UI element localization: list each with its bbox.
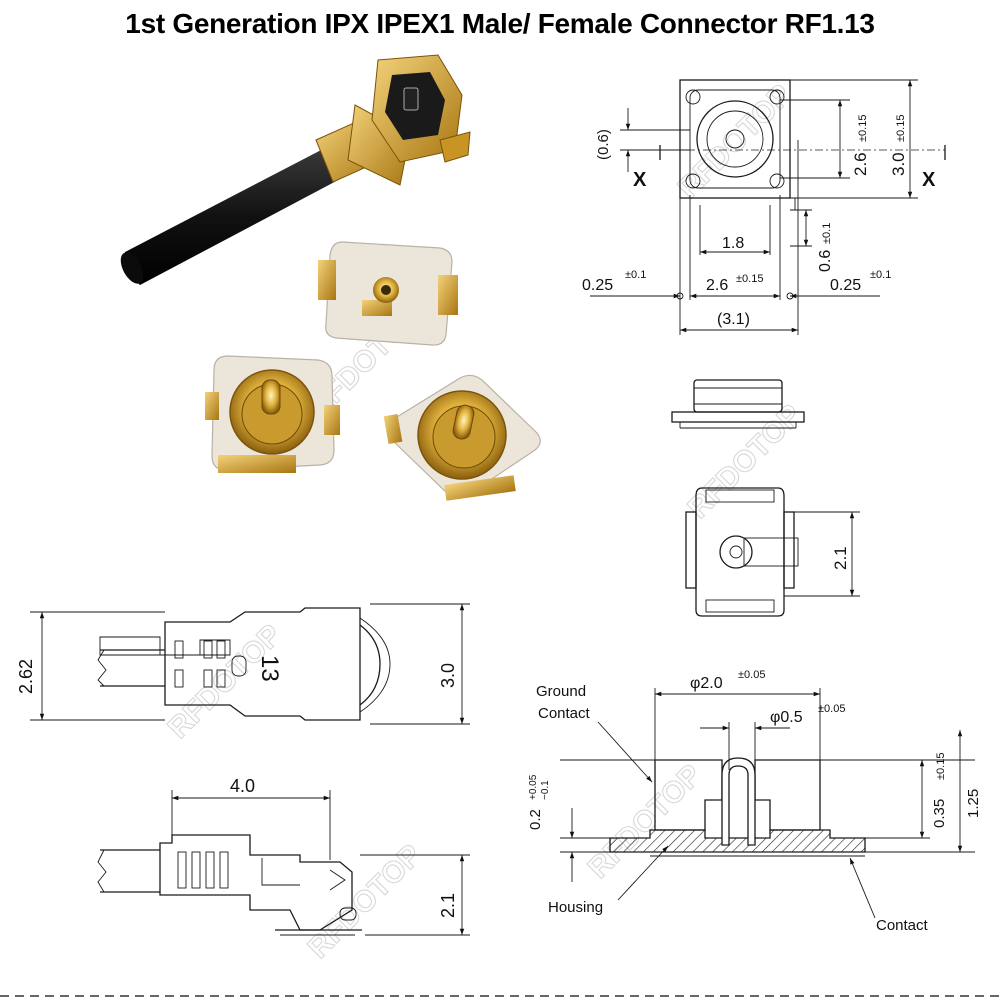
dim-plug-2-62: 2.62	[16, 659, 36, 694]
dim-3-1-paren: (3.1)	[717, 311, 750, 328]
label-contact: Contact	[876, 917, 929, 934]
receptacle-photo-right	[383, 374, 541, 501]
label-ground-line1: Ground	[536, 683, 586, 700]
section-label-left: X	[633, 169, 647, 191]
label-housing: Housing	[548, 899, 603, 916]
tol-0-2-minus: −0.1	[540, 780, 551, 800]
tol-0-25-left: ±0.1	[625, 269, 646, 281]
tol-3-0: ±0.15	[895, 115, 907, 142]
section-label-right: X	[922, 169, 936, 191]
dim-plug-3-0: 3.0	[438, 663, 458, 688]
dim-phi-0-5: φ0.5	[770, 709, 803, 726]
dim-0-25-right: 0.25	[830, 277, 861, 294]
dim-plug-2-1: 2.1	[438, 893, 458, 918]
receptacle-photo-back	[318, 241, 458, 346]
tol-2-6: ±0.15	[857, 115, 869, 142]
tol-phi-2-0: ±0.05	[738, 669, 765, 681]
tol-0-6: ±0.1	[821, 223, 833, 244]
dim-phi-2-0: φ2.0	[690, 675, 723, 692]
plug-top-view: 13 2.62 3.0	[16, 603, 470, 725]
plug-side-view: 4.0 2.1	[97, 776, 470, 936]
dim-0-25-left: 0.25	[582, 277, 613, 294]
dim-0-6-paren: (0.6)	[595, 129, 612, 160]
receptacle-section-view: φ2.0 ±0.05 φ0.5 ±0.05 Ground Contact 0.2…	[527, 669, 982, 934]
dim-2-6: 2.6	[851, 152, 870, 176]
receptacle-top-view: X X (0.6) 2.6 ±0.15 3.0 ±0.15 1.8 0.6 ±0…	[582, 79, 946, 335]
dim-0-6: 0.6	[817, 250, 834, 272]
tol-0-2-plus: +0.05	[528, 774, 539, 800]
tol-phi-0-5: ±0.05	[818, 703, 845, 715]
dim-3-0: 3.0	[889, 152, 908, 176]
page-title: 1st Generation IPX IPEX1 Male/ Female Co…	[125, 8, 875, 39]
top-view-outline	[679, 79, 791, 199]
label-ground-line2: Contact	[538, 705, 591, 722]
dim-1-25: 1.25	[965, 789, 982, 818]
plug-marking: 13	[256, 655, 283, 682]
receptacle-bottom-view: 2.1	[685, 487, 860, 617]
watermark-6: RFDOTOP	[302, 838, 429, 965]
cable-connector-photo	[120, 54, 471, 285]
dim-0-2: 0.2	[527, 809, 544, 830]
watermark-1: RFDOTOP	[672, 78, 799, 205]
tol-0-35: ±0.15	[935, 753, 947, 780]
dim-plug-4-0: 4.0	[230, 776, 255, 796]
dim-1-8: 1.8	[722, 235, 744, 252]
dim-2-6-bottom: 2.6	[706, 277, 728, 294]
dim-0-35: 0.35	[931, 799, 948, 828]
receptacle-photo-left	[205, 355, 340, 473]
tol-0-25-right: ±0.1	[870, 269, 891, 281]
watermark-3: RFDOTOP	[682, 398, 809, 525]
tol-2-6-bottom: ±0.15	[736, 273, 763, 285]
dim-bottom-2-1: 2.1	[831, 546, 850, 570]
receptacle-side-view	[671, 379, 805, 429]
watermark-5: RFDOTOP	[582, 758, 709, 885]
